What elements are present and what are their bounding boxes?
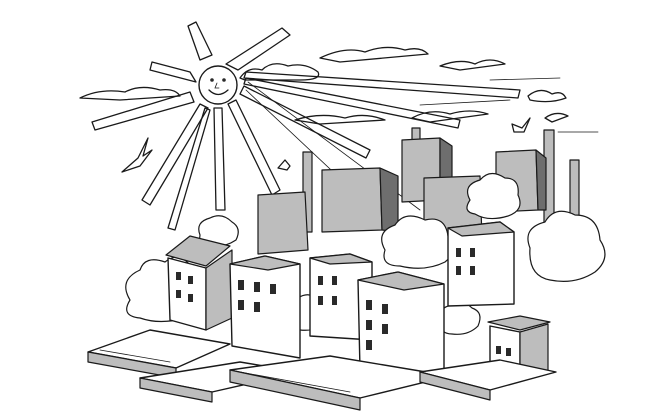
sun-right-eye <box>222 78 226 82</box>
tree-back-right <box>466 172 521 220</box>
tree-front-right <box>438 301 481 335</box>
front-buildings <box>165 221 551 385</box>
smiling-sun <box>198 65 238 105</box>
chimney-4 <box>569 159 580 221</box>
bird-middle <box>277 159 291 171</box>
hut-roof <box>487 315 551 331</box>
roof-left-house <box>165 235 231 267</box>
birds <box>121 117 531 173</box>
tree-right <box>527 210 606 282</box>
sun-smile <box>208 89 229 96</box>
ground-slabs <box>87 329 557 411</box>
bird-left <box>121 137 153 173</box>
sun-left-eye <box>210 78 214 82</box>
back-buildings <box>257 137 547 255</box>
bird-right <box>511 117 531 133</box>
clouds <box>79 46 599 133</box>
